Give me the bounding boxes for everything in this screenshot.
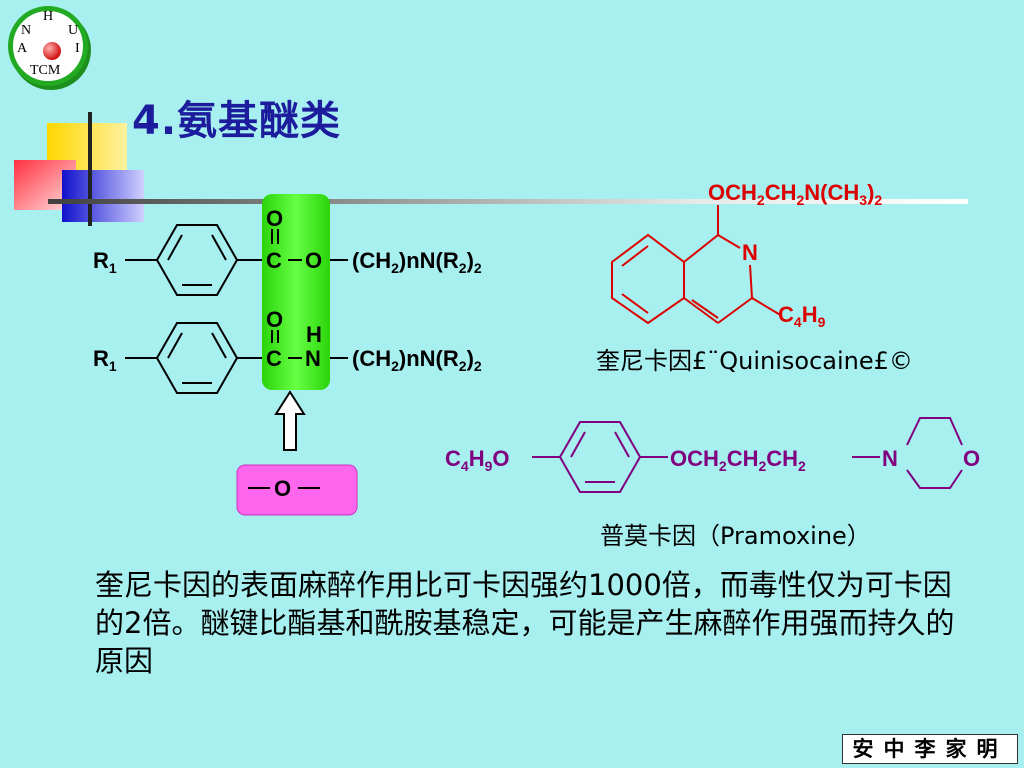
logo-letter-h: H	[43, 9, 54, 24]
quinisocaine-butyl: C4H9	[778, 302, 826, 330]
ester-amine-chain: (CH2)nN(R2)2	[352, 248, 482, 276]
amide-h: H	[306, 322, 322, 347]
r1-label-bottom: R1	[93, 346, 117, 374]
r1-label-top: R1	[93, 248, 117, 276]
quinisocaine-ring-n: N	[742, 240, 758, 265]
amide-carbonyl-o: O	[266, 307, 283, 332]
horizontal-rule	[48, 199, 968, 204]
pramoxine-chain: OCH2CH2CH2	[670, 446, 806, 474]
pramoxine-butoxy: C4H9O	[445, 446, 510, 474]
logo-letters-tcm: TCM	[30, 63, 61, 78]
up-arrow-icon	[274, 390, 306, 451]
logo-dot-icon	[43, 42, 61, 60]
logo-letter-i: I	[75, 41, 80, 56]
logo-letter-n: N	[21, 23, 32, 38]
ester-c: C	[266, 248, 282, 273]
page-title: 4.氨基醚类	[132, 98, 342, 144]
amide-c: C	[266, 346, 282, 371]
quinisocaine-label: 奎尼卡因£¨Quinisocaine£©	[596, 347, 913, 375]
explanation-paragraph: 奎尼卡因的表面麻醉作用比可卡因强约1000倍，而毒性仅为可卡因的2倍。醚键比酯基…	[95, 568, 955, 678]
quinisocaine-side-chain: OCH2CH2N(CH3)2	[708, 180, 882, 208]
amide-n: N	[305, 346, 321, 371]
ester-carbonyl-o: O	[266, 206, 283, 231]
logo-letter-a: A	[17, 41, 28, 56]
author-signature: 安中李家明	[842, 734, 1018, 764]
logo-letter-u: U	[68, 23, 79, 38]
ether-highlight	[236, 464, 358, 516]
pramoxine-morpholine-o: O	[963, 446, 980, 471]
logo: H N U A I TCM	[8, 6, 88, 86]
ether-o: O	[274, 476, 291, 501]
ester-o: O	[305, 248, 322, 273]
pramoxine-morpholine-n: N	[882, 446, 898, 471]
amide-amine-chain: (CH2)nN(R2)2	[352, 346, 482, 374]
blue-square	[62, 170, 144, 222]
pramoxine-label: 普莫卡因（Pramoxine）	[600, 522, 871, 550]
